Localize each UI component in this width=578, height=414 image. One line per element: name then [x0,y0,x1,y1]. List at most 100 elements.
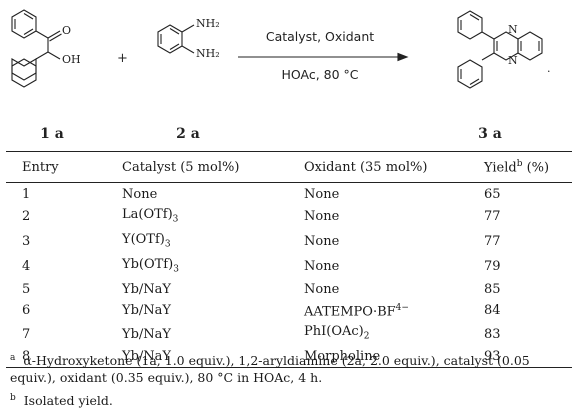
atom-n-bottom: N [508,54,518,67]
cell-oxidant-text: None [304,187,340,202]
cell-yield-text: 83 [484,326,501,342]
atom-n-top: N [508,23,518,36]
cell-yield: 83 [484,322,572,347]
cell-catalyst: Y(OTf)3 [122,230,304,255]
cell-yield: 77 [484,230,572,255]
cell-catalyst-text: Yb/NaY [122,281,171,297]
conditions-bottom: HOAc, 80 °C [281,67,358,82]
cell-oxidant: None [304,255,484,280]
cell-yield: 79 [484,255,572,280]
trailing-period: . [547,62,551,75]
diamine-ring [157,24,183,54]
header-yield-text: Yield [484,160,517,176]
cell-catalyst-subscript: 3 [172,214,179,225]
cell-yield-text: 65 [484,187,501,202]
cell-entry-text: 3 [22,234,31,250]
cell-yield: 84 [484,299,572,322]
cell-entry-text: 1 [22,187,31,202]
cell-oxidant-superscript: 4− [395,303,409,314]
cell-entry: 6 [6,299,122,322]
cell-oxidant: None [304,230,484,255]
label-3a: 3 a [478,126,502,142]
footnote-b-text: Isolated yield. [23,393,113,409]
cell-entry-text: 2 [22,209,31,225]
product-phenyl-bottom [457,59,483,89]
cell-yield-text: 77 [484,209,501,225]
cell-oxidant: Morpholine [304,347,484,367]
cell-yield-text: 84 [484,302,501,318]
atom-nh2-bottom: NH₂ [196,47,220,60]
cell-catalyst: La(OTf)3 [122,205,304,230]
cell-catalyst: Yb/NaY [122,299,304,322]
cell-yield: 93 [484,347,572,367]
cell-oxidant-subscript: 2 [363,331,370,342]
cell-oxidant-text: None [304,281,340,297]
cell-entry-text: 7 [22,326,31,342]
footnote-a-mark: a [10,353,16,363]
header-entry: Entry [22,159,59,175]
cell-entry: 1 [6,183,122,205]
cell-yield-text: 79 [484,259,501,275]
cell-yield-text: 85 [484,281,501,297]
table-row: 1 None None 65 [6,183,572,205]
cell-catalyst-text: Y(OTf) [122,231,165,247]
cell-entry-text: 4 [22,259,31,275]
cell-catalyst-text: Yb(OTf) [122,256,174,272]
cell-oxidant: PhI(OAc)2 [304,322,484,347]
cell-catalyst: None [122,183,304,205]
cell-oxidant-text: None [304,259,340,275]
cell-catalyst: Yb(OTf)3 [122,255,304,280]
atom-o: O [62,24,71,37]
cell-catalyst-subscript: 3 [164,239,171,250]
table-header-row: Entry Catalyst (5 mol%) Oxidant (35 mol%… [6,151,572,183]
label-2a: 2 a [176,126,200,142]
cell-entry: 4 [6,255,122,280]
quinoxaline-benzo-ring [517,31,543,61]
cell-yield: 77 [484,205,572,230]
cell-oxidant: None [304,205,484,230]
footnote-b-mark: b [10,393,16,403]
cell-oxidant: None [304,183,484,205]
header-catalyst: Catalyst (5 mol%) [122,159,240,175]
cell-catalyst: Yb/NaY [122,347,304,367]
atom-oh: OH [62,53,81,66]
cell-catalyst: Yb/NaY [122,322,304,347]
cell-entry-text: 6 [22,302,31,318]
cell-catalyst-text: Yb/NaY [122,349,171,365]
cell-catalyst-text: La(OTf) [122,206,173,222]
plus-sign: + [117,51,128,66]
cell-oxidant: None [304,280,484,300]
cell-yield: 65 [484,183,572,205]
header-yield-unit: (%) [522,160,550,176]
cell-entry: 3 [6,230,122,255]
cell-oxidant: AATEMPO·BF4− [304,299,484,322]
cell-entry-text: 8 [22,349,31,365]
results-table-wrapper: Entry Catalyst (5 mol%) Oxidant (35 mol%… [6,151,572,368]
cell-entry-text: 5 [22,281,31,297]
footnote-a-text: α-Hydroxyketone (1a, 1.0 equiv.), 1,2-ar… [10,353,530,386]
cell-entry: 8 [6,347,122,367]
product-phenyl-top [457,10,483,40]
conditions-top: Catalyst, Oxidant [266,29,374,44]
cell-oxidant-text: Morpholine [304,349,381,365]
table-row: 5 Yb/NaY None 85 [6,280,572,300]
cell-catalyst-text: None [122,187,158,202]
footnote-a: a α-Hydroxyketone (1a, 1.0 equiv.), 1,2-… [10,350,570,386]
benzoin-phenyl-bottom [11,58,37,81]
header-yield-sup: b [516,158,523,169]
reaction-scheme: O OH NH₂ NH₂ N N . + Catalyst, Oxidant H… [11,9,551,142]
cell-yield-text: 93 [484,349,501,365]
cell-oxidant-text: AATEMPO·BF [304,304,396,320]
cell-catalyst-subscript: 3 [173,264,179,275]
cell-entry: 7 [6,322,122,347]
header-yield: Yieldb (%) [484,152,572,183]
cell-catalyst-text: Yb/NaY [122,326,171,342]
atom-nh2-top: NH₂ [196,17,220,30]
table-row: 8 Yb/NaY Morpholine 93 [6,347,572,368]
cell-entry: 5 [6,280,122,300]
